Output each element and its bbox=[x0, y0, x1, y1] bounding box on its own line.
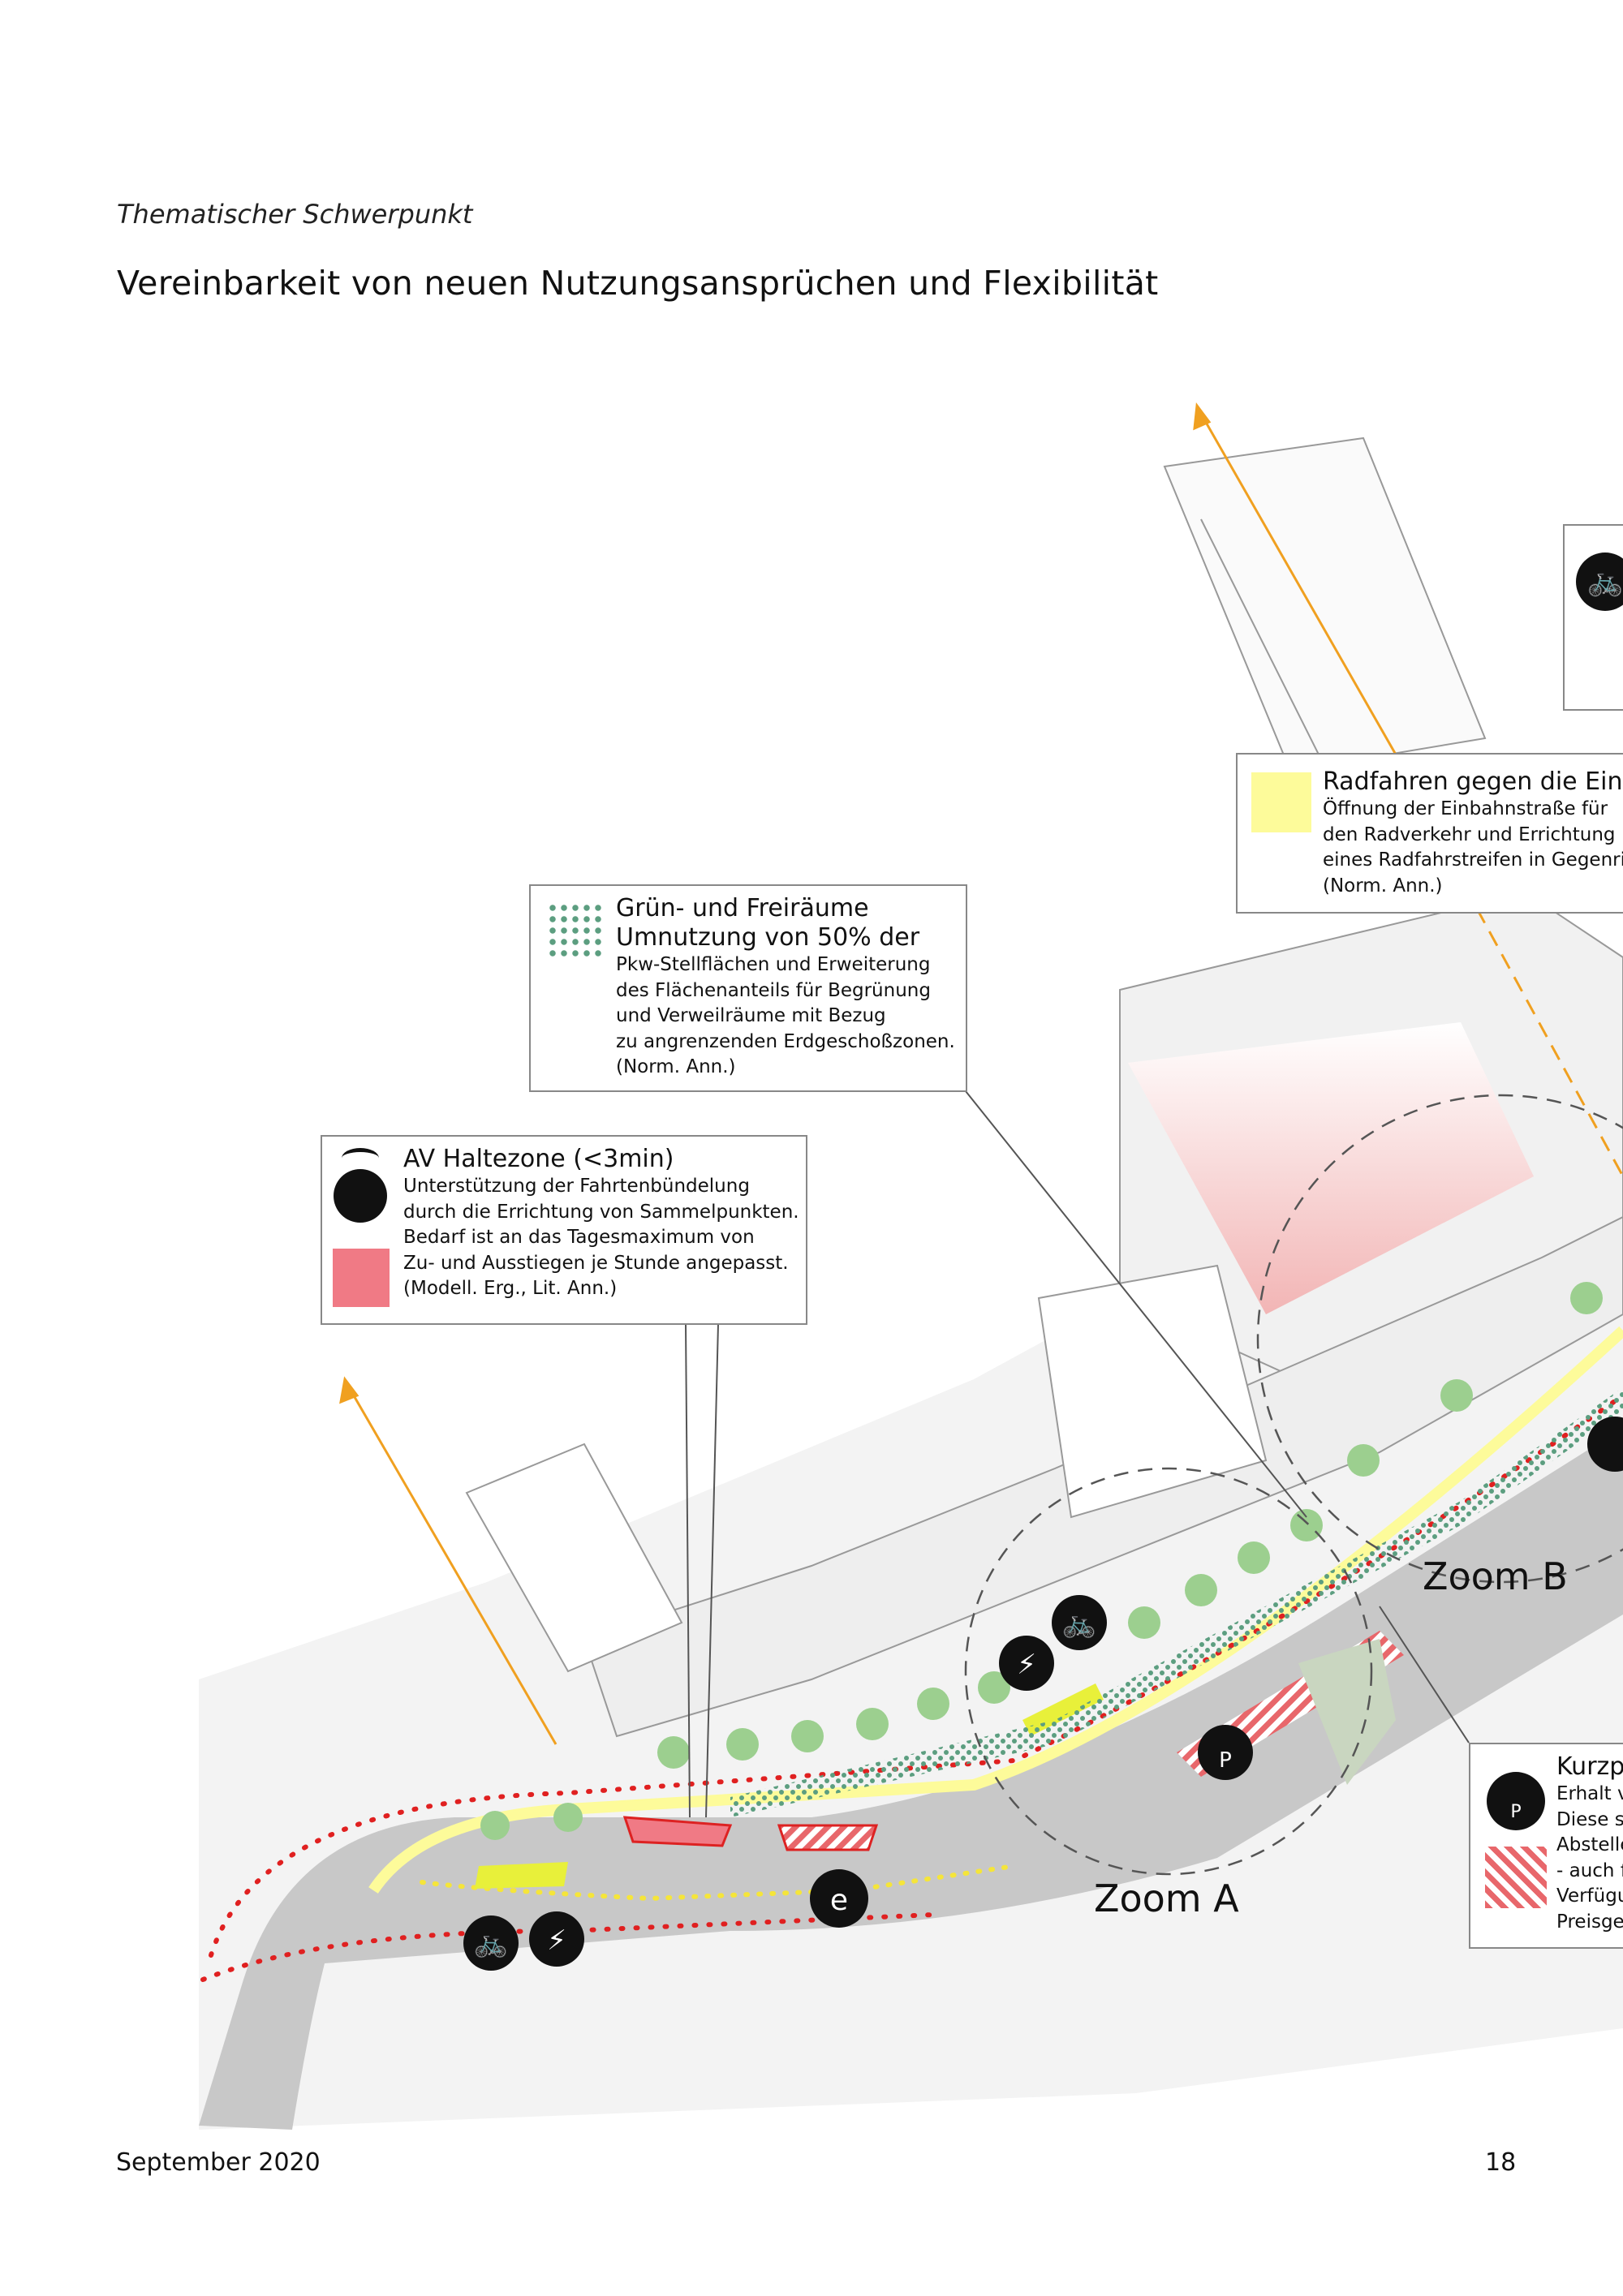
map-icons: 🚲 ⚡ e P ⚡ 🚲 bbox=[463, 1417, 1623, 1971]
legend-line: durch die Errichtung von Sammelpunkten. bbox=[403, 1201, 799, 1223]
legend-line: Verfügu bbox=[1556, 1885, 1623, 1907]
bike-icon: 🚲 bbox=[1052, 1595, 1107, 1650]
legend-box-radfahren: Radfahren gegen die Einb Öffnung der Ein… bbox=[1236, 753, 1623, 914]
legend-box-kurzparken: P Kurzp Erhalt v Diese si Abstelle - auc… bbox=[1469, 1743, 1623, 1949]
svg-text:🚲: 🚲 bbox=[474, 1927, 508, 1959]
legend-line: (Norm. Ann.) bbox=[1323, 875, 1443, 896]
legend-title: Kurzp bbox=[1556, 1752, 1623, 1781]
svg-text:e: e bbox=[830, 1884, 848, 1917]
legend-line: Zu- und Ausstiegen je Stunde angepasst. bbox=[403, 1252, 789, 1274]
legend-line: Pkw-Stellflächen und Erweiterung bbox=[616, 954, 931, 975]
legend-line: Unterstützung der Fahrtenbündelung bbox=[403, 1176, 750, 1197]
parking-icon: P bbox=[1198, 1725, 1253, 1780]
legend-title: Grün- und Freiräume bbox=[616, 894, 869, 922]
section-kicker: Thematischer Schwerpunkt bbox=[117, 199, 473, 230]
legend-line: den Radverkehr und Errichtung bbox=[1323, 823, 1616, 845]
svg-text:⚡: ⚡ bbox=[547, 1924, 566, 1957]
buildings bbox=[465, 436, 1623, 1738]
legend-line: und Verweilräume mit Bezug bbox=[616, 1005, 886, 1026]
legend-line: Umnutzung von 50% der bbox=[616, 923, 920, 952]
legend-line: zu angrenzenden Erdgeschoßzonen. bbox=[616, 1030, 955, 1052]
legend-box-gruen: Grün- und Freiräume Umnutzung von 50% de… bbox=[529, 884, 967, 1092]
legend-line: Bedarf ist an das Tagesmaximum von bbox=[403, 1227, 755, 1248]
scooter-icon: ⚡ bbox=[529, 1911, 584, 1967]
legend-line: Diese si bbox=[1556, 1808, 1623, 1830]
legend-line: des Flächenanteils für Begrünung bbox=[616, 979, 931, 1001]
zoom-a-label: Zoom A bbox=[1094, 1877, 1239, 1920]
legend-line: Öffnung der Einbahnstraße für bbox=[1323, 798, 1608, 819]
zoom-b-label: Zoom B bbox=[1423, 1554, 1568, 1598]
road bbox=[199, 1326, 1623, 2130]
autonomous-vehicle-icon bbox=[334, 1169, 387, 1223]
svg-text:🚲: 🚲 bbox=[1062, 1607, 1096, 1640]
legend-line: Erhalt v bbox=[1556, 1783, 1623, 1804]
bike-lane-swatch bbox=[1251, 772, 1311, 832]
page-number: 18 bbox=[1485, 2148, 1517, 2177]
e-charging-icon: e bbox=[810, 1869, 868, 1928]
bike-icon: 🚲 bbox=[1576, 553, 1623, 611]
leader-lines bbox=[685, 1090, 1470, 1818]
legend-box-av-haltezone: AV Haltezone (<3min) Unterstützung der F… bbox=[321, 1135, 807, 1325]
zoom-circles bbox=[964, 1094, 1623, 1876]
legend-title: Radfahren gegen die Einb bbox=[1323, 767, 1623, 796]
page-title: Vereinbarkeit von neuen Nutzungsansprüch… bbox=[117, 264, 1159, 303]
green-dots-swatch bbox=[547, 902, 605, 961]
wifi-signal-icon bbox=[342, 1148, 379, 1168]
legend-box-bike-parking: 🚲 bbox=[1563, 524, 1623, 711]
parking-sensor-icon: P bbox=[1487, 1772, 1545, 1830]
scooter-icon: ⚡ bbox=[999, 1636, 1054, 1691]
av-zone-swatch bbox=[333, 1249, 390, 1307]
trees bbox=[480, 1282, 1623, 1840]
svg-text:P: P bbox=[1219, 1748, 1232, 1773]
legend-line: eines Radfahrstreifen in Gegenrich bbox=[1323, 849, 1623, 871]
legend-line: Preisge bbox=[1556, 1911, 1623, 1933]
legend-title: AV Haltezone (<3min) bbox=[403, 1145, 674, 1173]
legend-line: (Modell. Erg., Lit. Ann.) bbox=[403, 1278, 618, 1299]
svg-text:⚡: ⚡ bbox=[1017, 1649, 1036, 1681]
bike-icon: 🚲 bbox=[463, 1915, 519, 1971]
e-charging-icon bbox=[1587, 1417, 1623, 1472]
footer-date: September 2020 bbox=[116, 2148, 321, 2177]
legend-line: Abstelle bbox=[1556, 1834, 1623, 1855]
legend-line: - auch f bbox=[1556, 1860, 1623, 1881]
hatched-parking-swatch bbox=[1485, 1847, 1547, 1908]
legend-line: (Norm. Ann.) bbox=[616, 1056, 736, 1077]
direction-arrows bbox=[339, 402, 1623, 1745]
